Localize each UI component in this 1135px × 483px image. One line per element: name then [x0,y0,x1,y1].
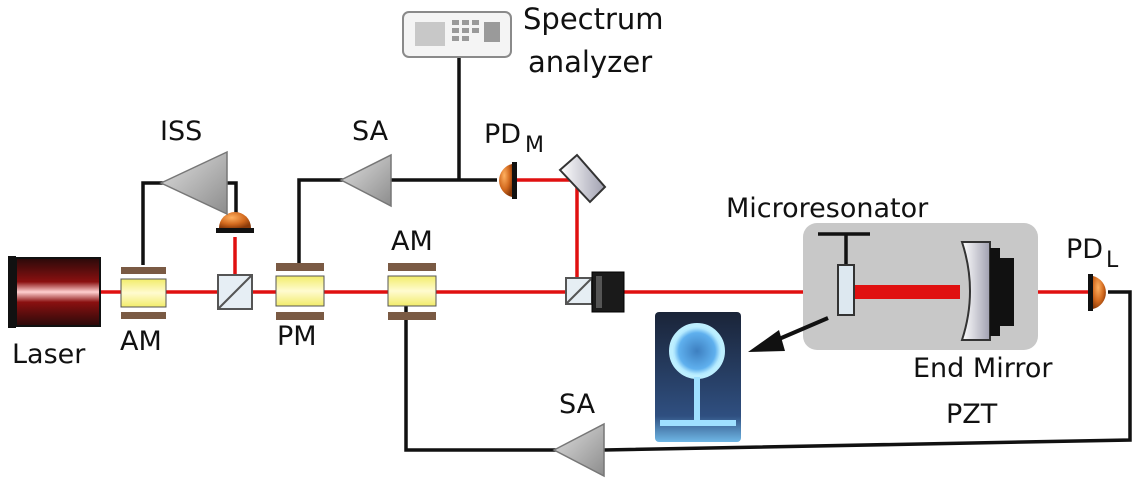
wire-feedback-from-pdl [603,290,1132,452]
sa-label-top: SA [352,116,389,147]
pd-m-photodiode [499,162,517,199]
fold-mirror [558,153,607,204]
pd-m-label-sub: M [525,133,544,158]
optical-isolator [591,271,625,313]
spectrum-analyzer-label-line2: analyzer [528,45,652,79]
pd-l-photodiode [1088,274,1106,311]
microresonator-label: Microresonator [726,193,929,224]
wire-am-to-iss [141,181,165,265]
pd-l-label-sub: L [1106,248,1119,273]
beam-splitter-2 [565,277,593,305]
spectrum-analyzer-label-line1: Spectrum [523,2,664,36]
laser-source [8,256,101,328]
beam-splitter-1 [217,274,253,310]
wire-feedback-loop [404,306,558,452]
inset-pointer-arrow [748,316,829,352]
iss-label: ISS [160,116,202,147]
sa-label-bottom: SA [559,389,596,420]
am-label-top: AM [391,226,433,257]
sa-amplifier-bottom [552,422,605,478]
wire-iss-to-pd [227,181,238,214]
spectrum-analyzer [402,11,512,58]
sa-amplifier-top [339,153,392,208]
am-modulator-2 [387,263,437,320]
pm-label: PM [277,321,317,352]
wire-pm-to-sa [297,178,345,265]
iss-amplifier [159,150,228,216]
pd-l-label-main: PD [1066,234,1103,265]
pzt-label: PZT [946,399,998,430]
iss-photodiode [216,212,254,233]
pd-m-label-main: PD [484,119,521,150]
electrical-wiring [141,56,1132,452]
microresonator-inset-image [655,312,741,442]
laser-label: Laser [12,339,86,370]
microresonator-enclosure [803,223,1038,350]
end-mirror-label: End Mirror [913,353,1053,384]
pm-modulator [275,263,325,320]
am-label-bottom: AM [120,326,162,357]
am-modulator-1 [120,267,167,319]
